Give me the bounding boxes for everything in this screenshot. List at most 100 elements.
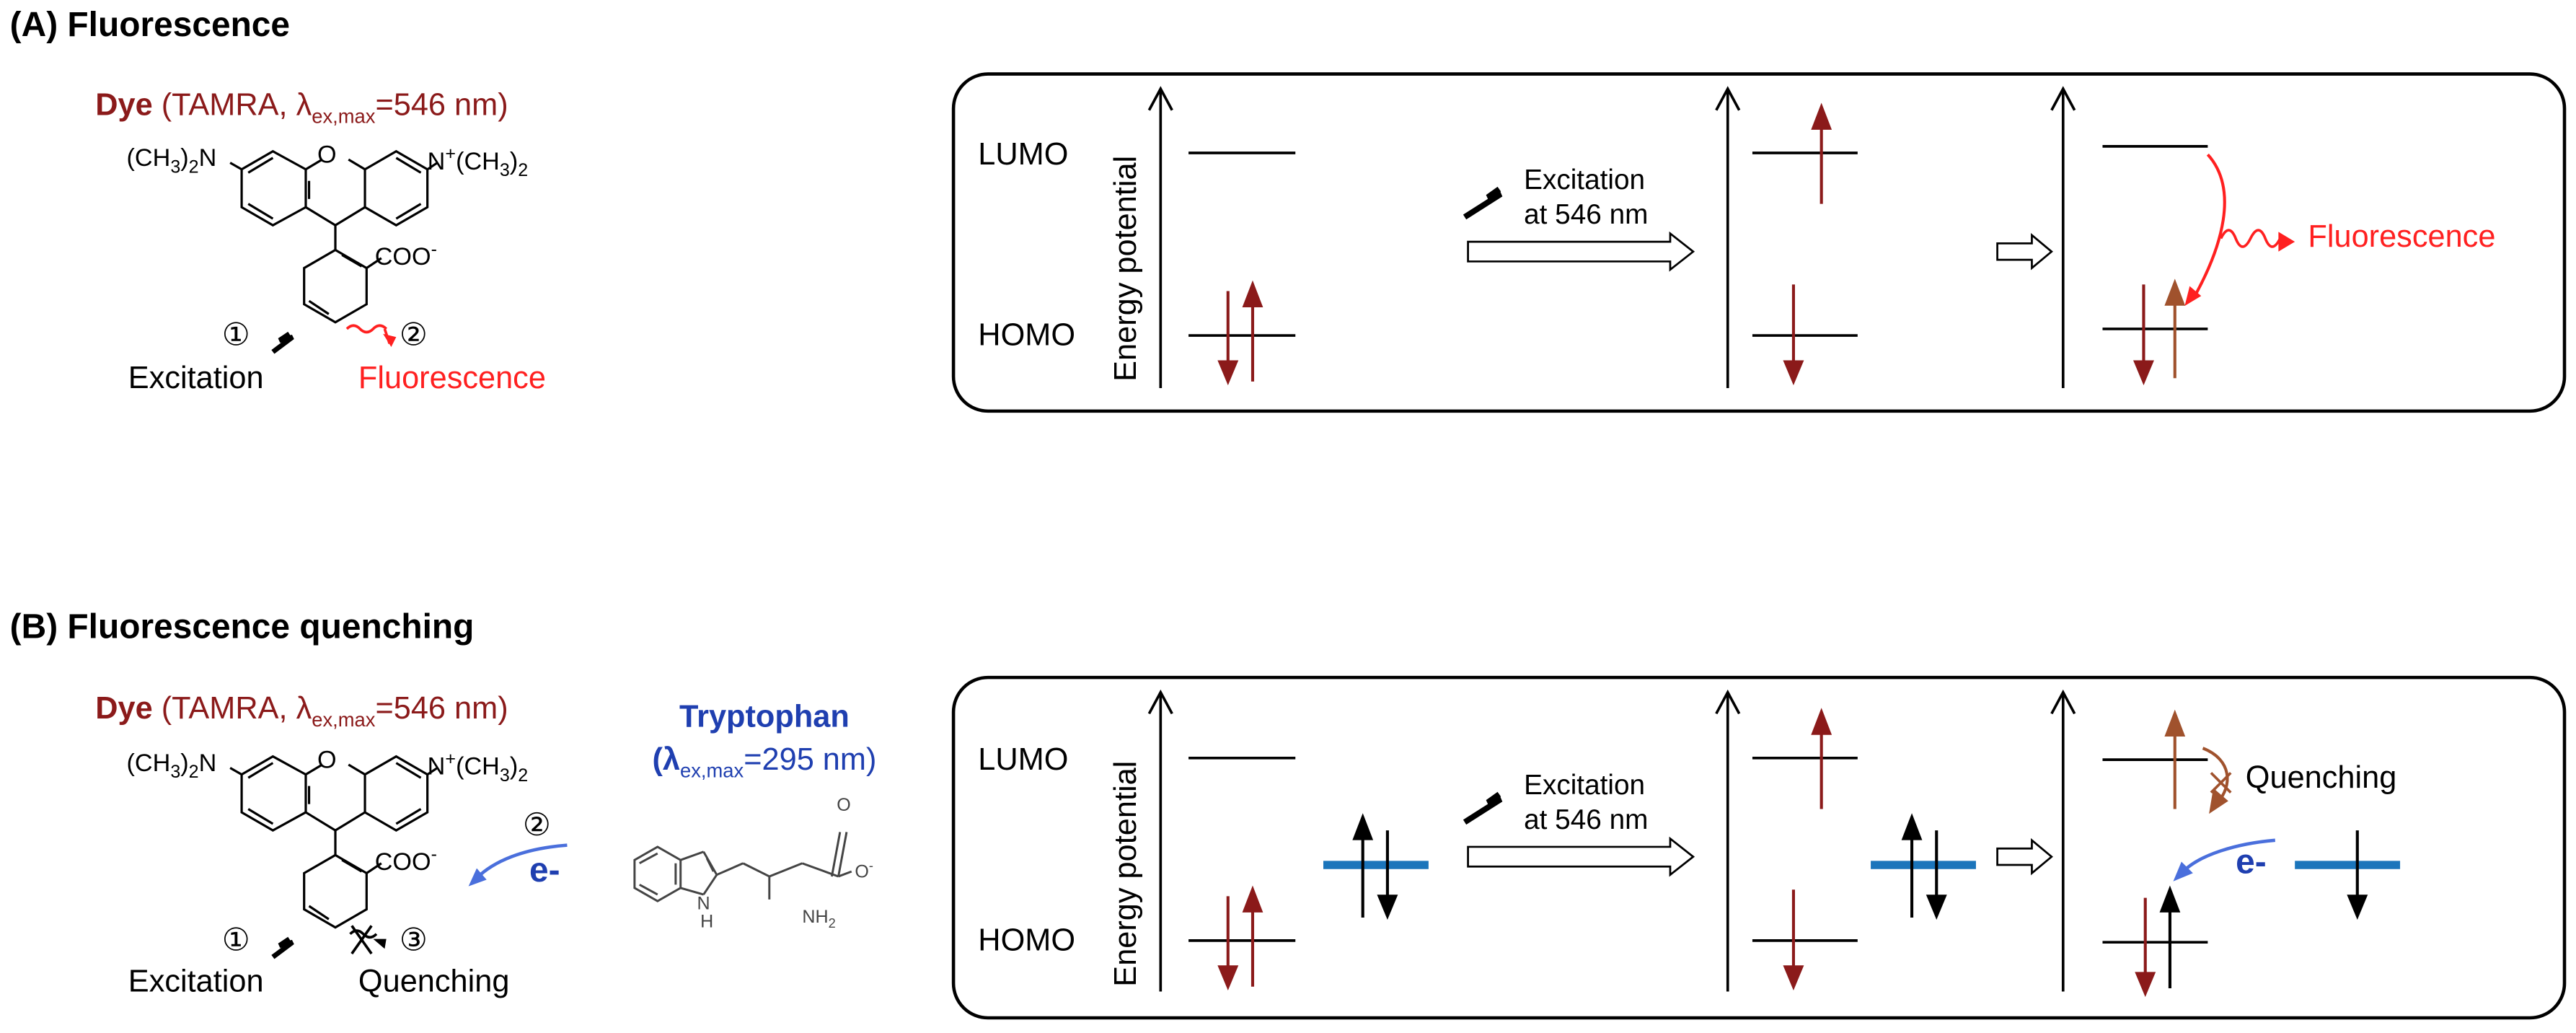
dye-b-carboxylate: COO- bbox=[375, 845, 437, 876]
dye-a-prefix: (TAMRA, λ bbox=[152, 89, 312, 123]
step-2-a: ② bbox=[399, 319, 428, 354]
small-process-arrow-icon bbox=[1996, 838, 2053, 876]
trp-suffix: =295 nm) bbox=[744, 743, 877, 778]
trp-prefix: (λ bbox=[652, 743, 681, 778]
step-1-b: ① bbox=[221, 924, 250, 959]
dye-a-carboxylate: COO- bbox=[375, 240, 437, 271]
excitation-line1: Excitation bbox=[1524, 164, 1646, 196]
tryptophan-bold: Tryptophan bbox=[679, 700, 850, 735]
tryptophan-structure bbox=[633, 832, 852, 902]
amine-n: N bbox=[427, 148, 446, 176]
fluorescence-label-right: Fluorescence bbox=[2308, 220, 2496, 255]
amine-n: N bbox=[427, 753, 446, 781]
amine-n: N bbox=[198, 144, 217, 173]
excitation-label-a: Excitation bbox=[128, 361, 264, 397]
amine-sup: + bbox=[445, 144, 456, 164]
amine-text: (CH bbox=[126, 750, 171, 778]
amine-text: (CH bbox=[456, 148, 500, 176]
excitation-text-a: Excitation at 546 nm bbox=[1524, 163, 1648, 232]
dye-a-suffix: =546 nm) bbox=[375, 89, 508, 123]
trp-o-label: O bbox=[837, 796, 851, 816]
dye-b-ring-o: O bbox=[317, 746, 337, 775]
amine-end: ) bbox=[180, 144, 189, 173]
wavy-arrow-icon bbox=[345, 324, 387, 334]
amine-end: ) bbox=[509, 753, 519, 781]
trp-n: N bbox=[697, 894, 710, 915]
amine-end: ) bbox=[180, 750, 189, 778]
amine-end: ) bbox=[509, 148, 519, 176]
dye-a-ring-o: O bbox=[317, 141, 337, 170]
trp-nh-label: N bbox=[697, 894, 710, 914]
dye-a-right-amine: N+(CH3)2 bbox=[428, 145, 529, 181]
excitation-line2: at 546 nm bbox=[1524, 198, 1649, 231]
trp-nh2-sub: 2 bbox=[828, 916, 836, 931]
trp-nh2-text: NH bbox=[802, 907, 829, 928]
lightning-icon bbox=[271, 936, 294, 959]
excitation-line2: at 546 nm bbox=[1524, 804, 1649, 835]
excitation-label-b: Excitation bbox=[128, 965, 264, 1000]
trp-h-label: H bbox=[700, 913, 714, 933]
trp-o-text: O bbox=[855, 862, 869, 883]
amine-sub: 3 bbox=[170, 157, 181, 178]
carboxylate-sup: - bbox=[431, 239, 437, 260]
amine-text: (CH bbox=[126, 144, 171, 173]
dye-b-right-amine: N+(CH3)2 bbox=[428, 750, 529, 786]
dye-b-prefix: (TAMRA, λ bbox=[152, 692, 312, 727]
tryptophan-title: Tryptophan (λex,max=295 nm) bbox=[605, 700, 924, 783]
quenching-label-b: Quenching bbox=[358, 965, 510, 1000]
carboxylate-text: COO bbox=[374, 243, 431, 272]
wavy-arrow-icon bbox=[2219, 229, 2282, 248]
dye-a-sub: ex,max bbox=[312, 105, 376, 128]
process-arrow-icon bbox=[1467, 231, 1695, 272]
lumo-label-a: LUMO bbox=[978, 138, 1069, 173]
amine-sub2: 2 bbox=[188, 157, 199, 178]
dye-a-bold: Dye bbox=[95, 89, 153, 123]
tryptophan-lambda: (λex,max=295 nm) bbox=[605, 743, 924, 782]
energy-panel-a bbox=[951, 72, 2567, 413]
tryptophan-name: Tryptophan bbox=[605, 700, 924, 737]
trp-o-sup: - bbox=[868, 858, 873, 874]
carboxylate-sup: - bbox=[431, 845, 437, 866]
dye-b-left-amine: (CH3)2N bbox=[127, 750, 217, 783]
dye-b-title: Dye (TAMRA, λex,max=546 nm) bbox=[95, 693, 508, 731]
e-minus-label-right: e- bbox=[2236, 843, 2267, 882]
small-process-arrow-icon bbox=[1996, 233, 2053, 271]
quenching-label-right: Quenching bbox=[2245, 761, 2397, 796]
amine-sub: 3 bbox=[499, 161, 510, 181]
amine-sub: 3 bbox=[170, 762, 181, 783]
electron-arrow-icon bbox=[475, 843, 568, 879]
energy-panel-b bbox=[951, 675, 2567, 1020]
amine-sup: + bbox=[445, 750, 456, 770]
excitation-text-b: Excitation at 546 nm bbox=[1524, 768, 1648, 838]
lightning-icon bbox=[271, 331, 294, 354]
lightning-icon bbox=[1463, 186, 1503, 220]
step-2-b: ② bbox=[522, 809, 551, 844]
amine-sub: 3 bbox=[499, 766, 510, 786]
dye-b-bold: Dye bbox=[95, 692, 153, 727]
dye-b-sub: ex,max bbox=[312, 708, 376, 731]
lightning-icon bbox=[1463, 791, 1503, 825]
lumo-label-b: LUMO bbox=[978, 743, 1069, 778]
dye-a-left-amine: (CH3)2N bbox=[127, 145, 217, 178]
excitation-line1: Excitation bbox=[1524, 769, 1646, 801]
trp-nh2-label: NH2 bbox=[802, 907, 835, 931]
step-3-b: ③ bbox=[399, 924, 428, 959]
homo-label-b: HOMO bbox=[978, 924, 1076, 959]
fluorescence-label-a: Fluorescence bbox=[358, 361, 546, 397]
e-minus-label-left: e- bbox=[529, 851, 560, 890]
homo-label-a: HOMO bbox=[978, 319, 1076, 354]
amine-sub2: 2 bbox=[518, 161, 529, 181]
process-arrow-icon bbox=[1467, 836, 1695, 877]
dye-a-title: Dye (TAMRA, λex,max=546 nm) bbox=[95, 89, 508, 128]
section-b-title: (B) Fluorescence quenching bbox=[9, 608, 475, 646]
amine-sub2: 2 bbox=[188, 762, 199, 783]
dye-a-structure bbox=[229, 149, 438, 354]
amine-n: N bbox=[198, 750, 217, 778]
dye-b-suffix: =546 nm) bbox=[375, 692, 508, 727]
section-a-title: (A) Fluorescence bbox=[9, 6, 291, 45]
step-1-a: ① bbox=[221, 319, 250, 354]
electron-arrow-icon bbox=[2182, 838, 2276, 873]
